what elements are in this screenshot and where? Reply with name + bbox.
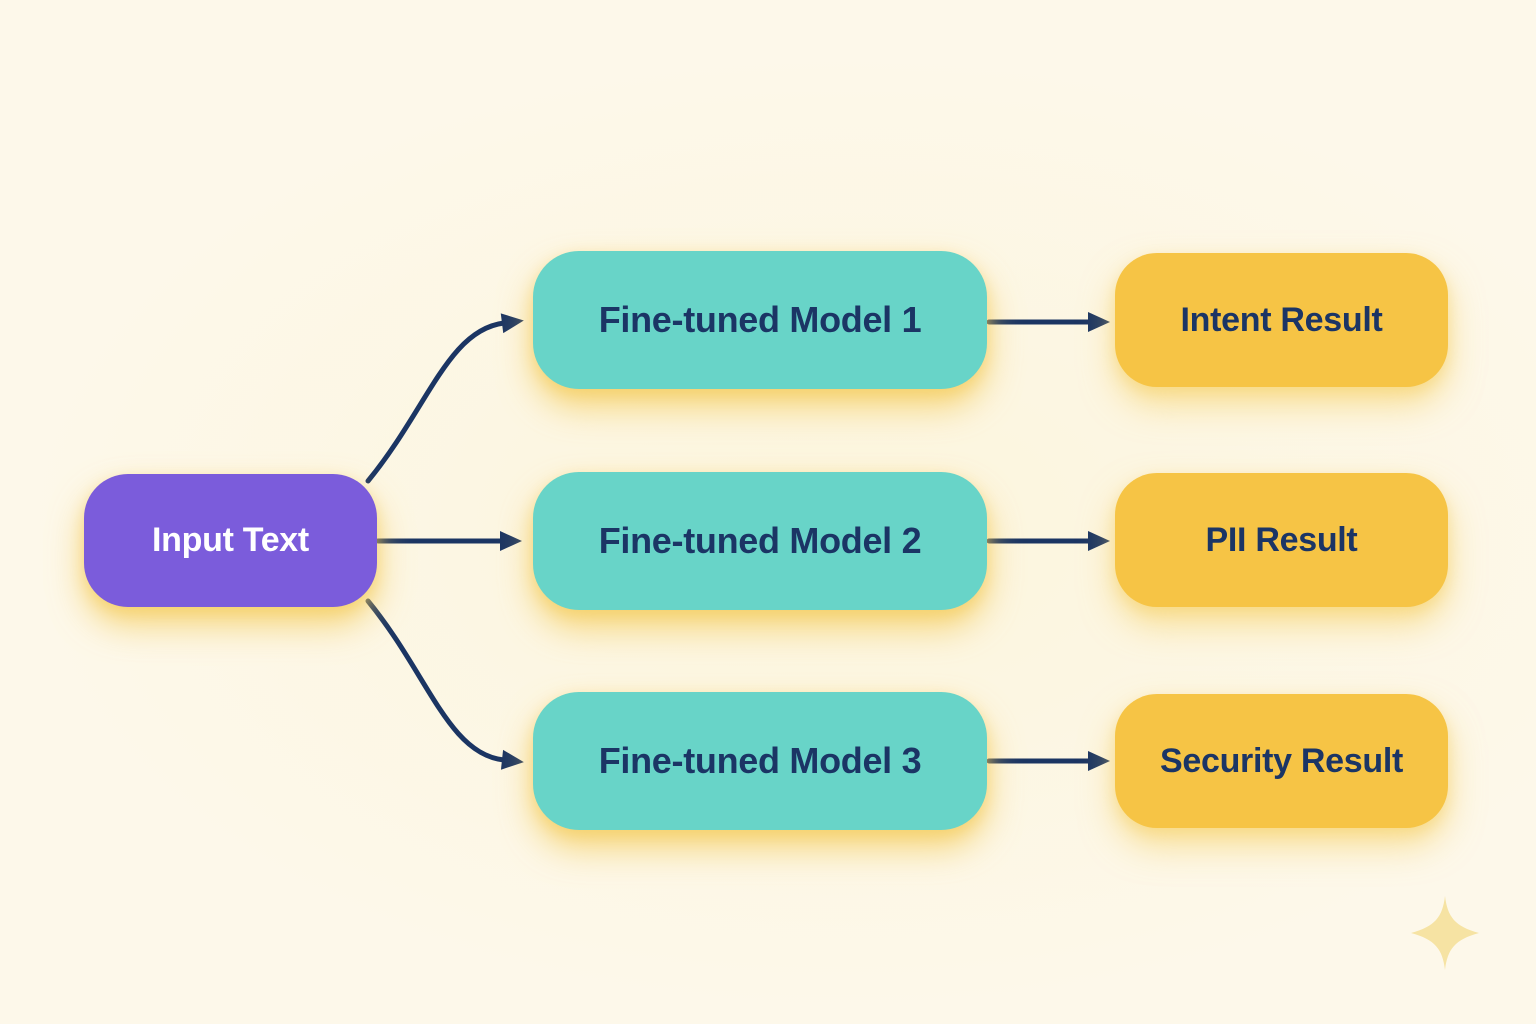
pii-result-label: PII Result bbox=[1205, 520, 1358, 559]
edge-input-model1 bbox=[365, 313, 524, 484]
fine-tuned-model-1-node: Fine-tuned Model 1 bbox=[533, 251, 987, 389]
pii-result-node: PII Result bbox=[1115, 473, 1448, 607]
fine-tuned-model-2-node: Fine-tuned Model 2 bbox=[533, 472, 987, 610]
input-text-node: Input Text bbox=[84, 474, 377, 607]
fine-tuned-model-2-label: Fine-tuned Model 2 bbox=[598, 520, 922, 561]
fine-tuned-model-1-label: Fine-tuned Model 1 bbox=[598, 299, 922, 340]
fine-tuned-model-3-label: Fine-tuned Model 3 bbox=[598, 740, 922, 781]
input-text-label: Input Text bbox=[152, 521, 309, 559]
security-result-node: Security Result bbox=[1115, 694, 1448, 828]
security-result-label: Security Result bbox=[1159, 741, 1404, 780]
intent-result-label: Intent Result bbox=[1180, 300, 1383, 339]
sparkle-icon bbox=[1411, 896, 1479, 970]
edge-input-model3 bbox=[365, 598, 524, 770]
fine-tuned-model-3-node: Fine-tuned Model 3 bbox=[533, 692, 987, 830]
intent-result-node: Intent Result bbox=[1115, 253, 1448, 387]
